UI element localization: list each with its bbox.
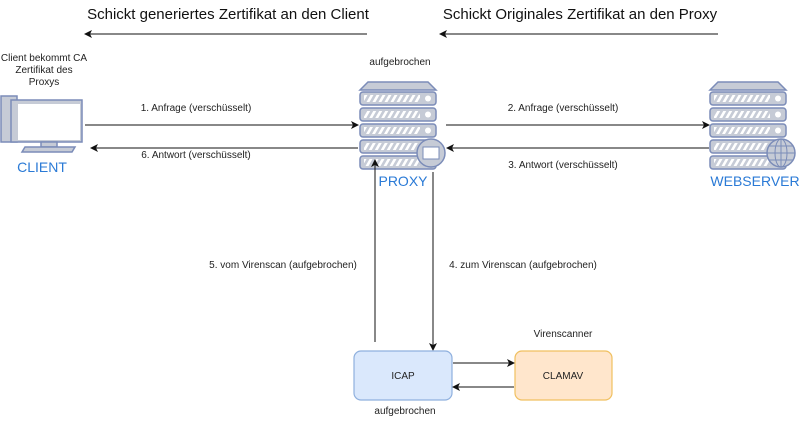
flow-3-label: 3. Antwort (verschüsselt) [508,160,617,171]
flow-6-label: 6. Antwort (verschüsselt) [141,150,250,161]
proxy-label: PROXY [378,173,428,189]
top-right-note: Schickt Originales Zertifikat an den Pro… [443,6,718,23]
flow-4-label: 4. zum Virenscan (aufgebrochen) [449,260,597,271]
client-note-line3: Proxys [29,77,60,88]
flow-2-label: 2. Anfrage (verschüsselt) [508,103,619,114]
clamav-box [514,350,613,401]
proxy-note: aufgebrochen [369,57,430,68]
client-note-line1: Client bekommt CA [1,53,87,64]
webserver-label: WEBSERVER [710,173,799,189]
icap-box [353,350,453,401]
clamav-label: CLAMAV [543,371,584,382]
client-label: CLIENT [17,159,67,175]
webserver-icon [709,81,796,170]
icap-note: aufgebrochen [374,406,435,417]
top-left-note: Schickt generiertes Zertifikat an den Cl… [87,6,370,23]
proxy-server-icon [359,81,446,170]
icap-label: ICAP [391,371,415,382]
client-computer-icon [0,95,83,153]
globe-icon [766,138,796,168]
flow-5-label: 5. vom Virenscan (aufgebrochen) [209,260,357,271]
clamav-note: Virenscanner [534,329,593,340]
client-note-line2: Zertifikat des [15,65,72,76]
flow-1-label: 1. Anfrage (verschüsselt) [141,103,252,114]
